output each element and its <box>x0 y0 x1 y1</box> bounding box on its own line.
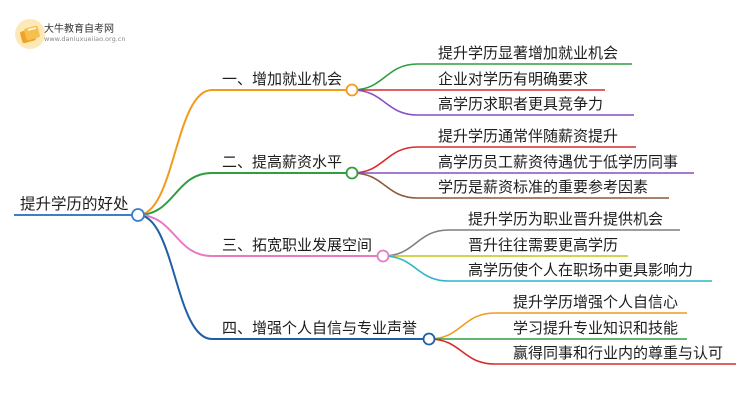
root-collapse-node[interactable] <box>131 208 145 222</box>
branch-2-collapse-node[interactable] <box>345 166 359 180</box>
branch-4-collapse-node[interactable] <box>422 332 436 346</box>
leaf-3-1[interactable]: 提升学历为职业晋升提供机会 <box>468 210 664 228</box>
leaf-1-3[interactable]: 高学历求职者更具竞争力 <box>438 95 604 113</box>
branch-2-topic[interactable]: 二、提高薪资水平 <box>222 153 343 171</box>
leaf-4-3[interactable]: 赢得同事和行业内的尊重与认可 <box>513 344 724 362</box>
root-topic[interactable]: 提升学历的好处 <box>20 195 129 213</box>
connector-leaf-4-1 <box>428 312 687 340</box>
book-logo-icon <box>15 19 45 49</box>
connector-leaf-3-1 <box>382 229 680 257</box>
connector-branch-2 <box>137 172 352 216</box>
connector-leaf-1-1 <box>351 63 632 91</box>
branch-3-topic[interactable]: 三、拓宽职业发展空间 <box>222 236 373 254</box>
brand-logo <box>14 12 214 52</box>
leaf-1-1[interactable]: 提升学历显著增加就业机会 <box>438 44 619 62</box>
leaf-3-3[interactable]: 高学历使个人在职场中更具影响力 <box>468 261 694 279</box>
connector-leaf-3-3 <box>382 255 712 282</box>
leaf-2-2[interactable]: 高学历员工薪资待遇优于低学历同事 <box>438 153 679 171</box>
branch-1-topic[interactable]: 一、增加就业机会 <box>222 70 343 88</box>
brand-url: www.daniuxueiiao.org.cn <box>44 35 126 43</box>
branch-3-collapse-node[interactable] <box>376 249 390 263</box>
connector-branch-3 <box>137 214 383 257</box>
connector-leaf-2-3 <box>351 172 669 199</box>
branch-4-topic[interactable]: 四、增强个人自信与专业声誉 <box>222 319 418 337</box>
leaf-4-1[interactable]: 提升学历增强个人自信心 <box>513 293 679 311</box>
connector-leaf-2-1 <box>351 146 636 174</box>
leaf-1-2[interactable]: 企业对学历有明确要求 <box>438 70 589 88</box>
connector-leaf-4-3 <box>428 338 736 365</box>
branch-1-collapse-node[interactable] <box>345 83 359 97</box>
connector-branch-1 <box>137 89 352 216</box>
brand-title: 大牛教育自考网 <box>44 24 114 35</box>
leaf-2-1[interactable]: 提升学历通常伴随薪资提升 <box>438 127 619 145</box>
leaf-2-3[interactable]: 学历是薪资标准的重要参考因素 <box>438 178 649 196</box>
leaf-3-2[interactable]: 晋升往往需要更高学历 <box>468 236 619 254</box>
leaf-4-2[interactable]: 学习提升专业知识和技能 <box>513 319 679 337</box>
connector-branch-4 <box>137 214 429 340</box>
connector-leaf-1-3 <box>351 89 634 116</box>
